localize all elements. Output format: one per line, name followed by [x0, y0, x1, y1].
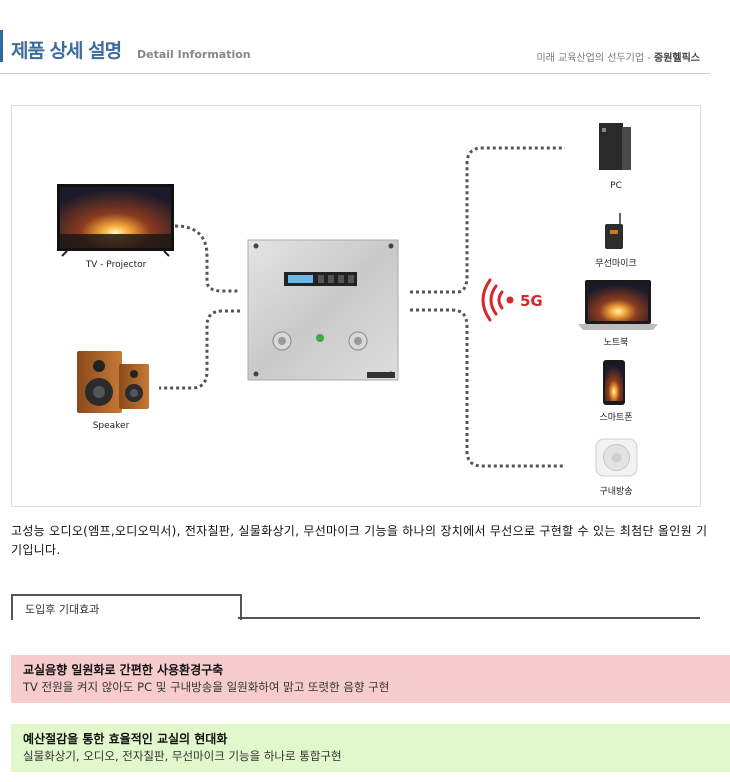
benefit-body: TV 전원을 켜지 않아도 PC 및 구내방송을 일원화하여 맑고 또렷한 음향…	[23, 679, 389, 695]
pc-label: PC	[571, 181, 661, 191]
company-name: 중원헬픽스	[654, 53, 700, 64]
central-device-icon	[248, 240, 398, 380]
smartphone-label: 스마트폰	[571, 410, 661, 423]
benefit-card-2: 예산절감을 통한 효율적인 교실의 현대화 실물화상기, 오디오, 전자칠판, …	[11, 724, 730, 772]
product-diagram: 5G TV - Projecto	[11, 105, 701, 507]
wireless-signal-icon	[483, 280, 514, 320]
pc-icon	[599, 123, 631, 170]
tv-icon	[57, 184, 174, 256]
benefit-title: 교실음향 일원화로 간편한 사용환경구축	[23, 661, 223, 678]
mic-label: 무선마이크	[571, 256, 661, 269]
benefit-title: 예산절감을 통한 효율적인 교실의 현대화	[23, 730, 227, 747]
speaker-icon	[77, 351, 149, 413]
company-tagline: 미래 교육산업의 선두기업 - 중원헬픽스	[536, 49, 700, 64]
benefit-body: 실물화상기, 오디오, 전자칠판, 무선마이크 기능을 하나로 통합구현	[23, 748, 342, 764]
page-title: 제품 상세 설명	[11, 36, 121, 63]
speaker-label: Speaker	[66, 421, 156, 431]
wireless-label: 5G	[520, 292, 543, 310]
wireless-mic-icon	[605, 213, 623, 249]
pa-label: 구내방송	[571, 484, 661, 497]
header-accent-bar	[0, 30, 3, 62]
page-subtitle: Detail Information	[137, 48, 251, 61]
header-divider	[0, 73, 710, 74]
benefit-card-1: 교실음향 일원화로 간편한 사용환경구축 TV 전원을 켜지 않아도 PC 및 …	[11, 655, 730, 703]
tagline-text: 미래 교육산업의 선두기업 -	[536, 53, 654, 64]
pa-speaker-icon	[596, 439, 637, 476]
smartphone-icon	[603, 360, 625, 405]
laptop-icon	[578, 280, 658, 330]
section-tab: 도입후 기대효과	[11, 594, 242, 620]
section-divider	[238, 617, 700, 619]
diagram-graphics: 5G	[12, 106, 700, 506]
product-description: 고성능 오디오(엠프,오디오믹서), 전자칠판, 실물화상기, 무선마이크 기능…	[11, 522, 711, 560]
laptop-label: 노트북	[571, 335, 661, 348]
section-tab-label: 도입후 기대효과	[25, 601, 99, 617]
tv-label: TV - Projector	[71, 260, 161, 270]
